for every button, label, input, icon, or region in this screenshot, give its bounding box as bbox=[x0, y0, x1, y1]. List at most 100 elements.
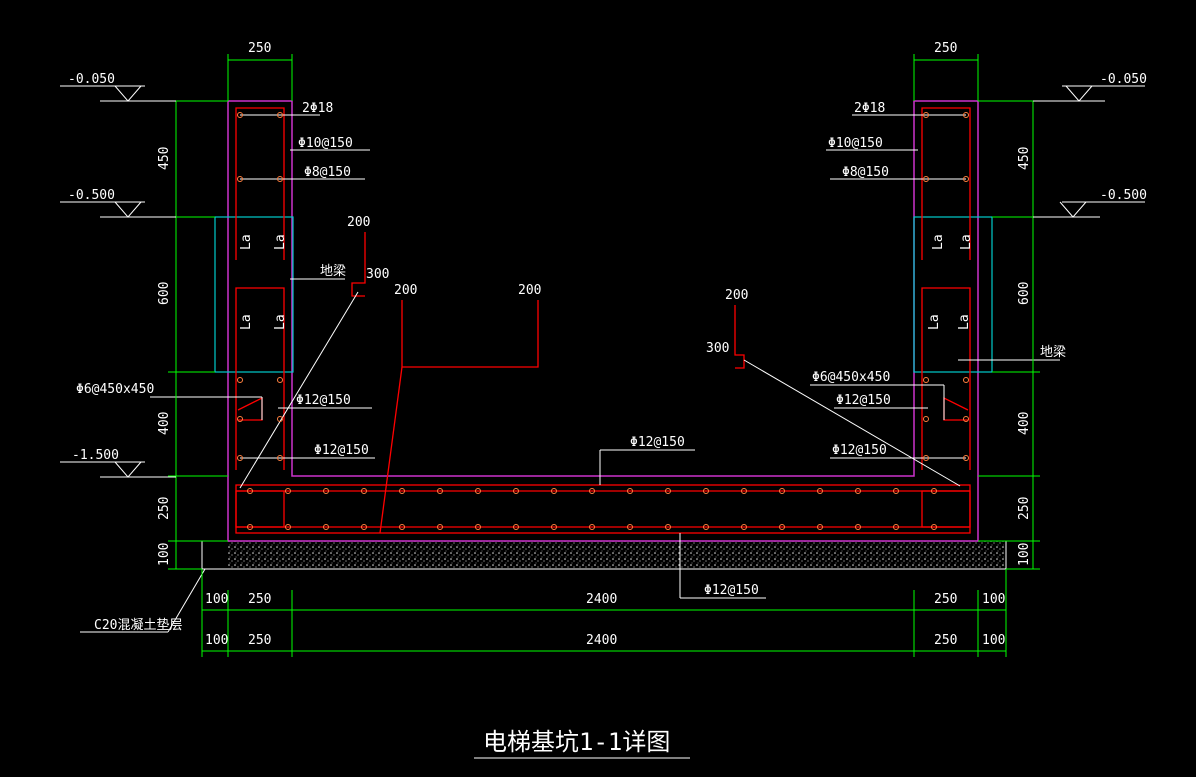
label-right-phi12-b: Φ12@150 bbox=[832, 443, 887, 458]
slab-bar-dot bbox=[285, 524, 291, 530]
dim-b2-250-left: 250 bbox=[248, 633, 271, 648]
label-la-7: La bbox=[927, 314, 942, 330]
slab-bar-dot bbox=[475, 488, 481, 494]
slab-bar-dot bbox=[399, 488, 405, 494]
label-pad-note: C20混凝土垫层 bbox=[94, 617, 182, 633]
dim-top-left: 250 bbox=[248, 41, 271, 56]
dim-right-250: 250 bbox=[1017, 497, 1032, 520]
dim-left-450: 450 bbox=[157, 147, 172, 170]
slab-bar-dot bbox=[551, 524, 557, 530]
slab-bar-dot bbox=[741, 524, 747, 530]
label-left-2phi18: 2Φ18 bbox=[302, 101, 333, 116]
label-right-beam: 地梁 bbox=[1040, 345, 1066, 360]
label-la-1: La bbox=[239, 234, 254, 250]
slab-bar-dots bbox=[247, 488, 937, 530]
slab-bar-dot bbox=[741, 488, 747, 494]
slab-bar-dot bbox=[437, 524, 443, 530]
label-left-beam: 地梁 bbox=[320, 264, 346, 279]
leader-lines bbox=[80, 114, 1060, 633]
label-right-phi12-a: Φ12@150 bbox=[836, 393, 891, 408]
slab-bar-dot bbox=[247, 524, 253, 530]
label-left-phi12-a: Φ12@150 bbox=[296, 393, 351, 408]
slab-bar-dot bbox=[589, 488, 595, 494]
concrete-pad bbox=[228, 541, 1004, 569]
dim-b2-250-right: 250 bbox=[934, 633, 957, 648]
slab-bar-dot bbox=[817, 524, 823, 530]
label-left-phi12-b: Φ12@150 bbox=[314, 443, 369, 458]
dim-b1-250-left: 250 bbox=[248, 592, 271, 607]
slab-bar-dot bbox=[893, 488, 899, 494]
level-left-mid: -0.500 bbox=[68, 188, 115, 203]
dim-left-600: 600 bbox=[157, 282, 172, 305]
drawing-title: 电梯基坑1-1详图 bbox=[483, 728, 670, 756]
hook-center-right-200: 200 bbox=[518, 283, 541, 298]
label-la-4: La bbox=[273, 314, 288, 330]
slab-bar-dot bbox=[437, 488, 443, 494]
level-left-bottom: -1.500 bbox=[72, 448, 119, 463]
slab-bar-dot bbox=[361, 488, 367, 494]
dim-top-right: 250 bbox=[934, 41, 957, 56]
rebar-lines bbox=[235, 107, 971, 534]
slab-bar-dot bbox=[855, 488, 861, 494]
label-center-phi12: Φ12@150 bbox=[630, 435, 685, 450]
level-markers bbox=[60, 85, 1145, 478]
slab-bar-dot bbox=[855, 524, 861, 530]
label-bottom-phi12: Φ12@150 bbox=[704, 583, 759, 598]
dim-b2-100-right: 100 bbox=[982, 633, 1005, 648]
slab-bar-dot bbox=[893, 524, 899, 530]
label-la-2: La bbox=[273, 234, 288, 250]
slab-bar-dot bbox=[779, 488, 785, 494]
dim-b2-100-left: 100 bbox=[205, 633, 228, 648]
hook-right-200: 200 bbox=[725, 288, 748, 303]
slab-bar-dot bbox=[665, 524, 671, 530]
slab-bar-dot bbox=[703, 488, 709, 494]
hook-right-300: 300 bbox=[706, 341, 729, 356]
slab-bar-dot bbox=[399, 524, 405, 530]
label-left-phi8: Φ8@150 bbox=[304, 165, 351, 180]
label-la-3: La bbox=[239, 314, 254, 330]
label-left-phi10: Φ10@150 bbox=[298, 136, 353, 151]
slab-bar-dot bbox=[361, 524, 367, 530]
slab-bar-dot bbox=[551, 488, 557, 494]
dim-left-250: 250 bbox=[157, 497, 172, 520]
slab-bar-dot bbox=[703, 524, 709, 530]
slab-bar-dot bbox=[475, 524, 481, 530]
hook-left-300: 300 bbox=[366, 267, 389, 282]
slab-bar-dot bbox=[665, 488, 671, 494]
hook-center-left-200: 200 bbox=[394, 283, 417, 298]
dim-right-100: 100 bbox=[1017, 543, 1032, 566]
beam-right bbox=[913, 216, 993, 373]
level-right-top: -0.050 bbox=[1100, 72, 1147, 87]
slab-bar-dot bbox=[931, 524, 937, 530]
slab-bar-dot bbox=[513, 524, 519, 530]
dim-b1-100-left: 100 bbox=[205, 592, 228, 607]
label-right-2phi18: 2Φ18 bbox=[854, 101, 885, 116]
dim-b1-100-right: 100 bbox=[982, 592, 1005, 607]
dim-left-100: 100 bbox=[157, 543, 172, 566]
slab-bar-dot bbox=[323, 524, 329, 530]
dim-right-600: 600 bbox=[1017, 282, 1032, 305]
dim-b1-2400: 2400 bbox=[586, 592, 617, 607]
dim-right-400: 400 bbox=[1017, 412, 1032, 435]
slab-bar-dot bbox=[931, 488, 937, 494]
slab-bar-dot bbox=[817, 488, 823, 494]
level-left-top: -0.050 bbox=[68, 72, 115, 87]
slab-bar-dot bbox=[589, 524, 595, 530]
slab-bar-dot bbox=[247, 488, 253, 494]
slab-bar-dot bbox=[627, 488, 633, 494]
label-la-6: La bbox=[959, 234, 974, 250]
bar-dots bbox=[237, 112, 969, 461]
label-right-phi10: Φ10@150 bbox=[828, 136, 883, 151]
label-la-5: La bbox=[931, 234, 946, 250]
dim-right-450: 450 bbox=[1017, 147, 1032, 170]
label-right-phi6: Φ6@450x450 bbox=[812, 370, 890, 385]
label-right-phi8: Φ8@150 bbox=[842, 165, 889, 180]
hook-left-200: 200 bbox=[347, 215, 370, 230]
slab-bar-dot bbox=[513, 488, 519, 494]
slab-bar-dot bbox=[779, 524, 785, 530]
level-right-mid: -0.500 bbox=[1100, 188, 1147, 203]
dim-left-400: 400 bbox=[157, 412, 172, 435]
dim-b2-2400: 2400 bbox=[586, 633, 617, 648]
